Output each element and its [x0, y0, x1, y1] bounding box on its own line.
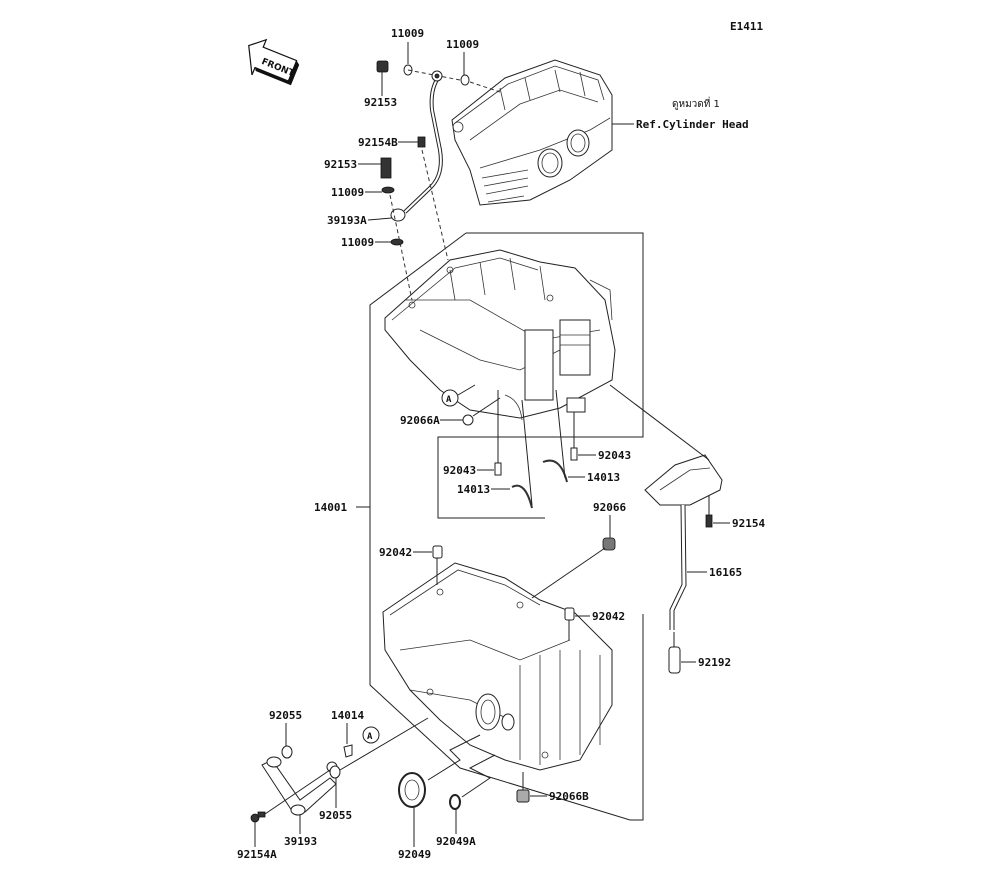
part-label-92055[interactable]: 92055 — [269, 709, 302, 746]
part-label-92042[interactable]: 92042 — [379, 546, 432, 559]
svg-text:92192: 92192 — [698, 656, 731, 669]
svg-text:11009: 11009 — [331, 186, 364, 199]
svg-text:14001: 14001 — [314, 501, 347, 514]
svg-text:92055: 92055 — [269, 709, 302, 722]
part-label-11009[interactable]: 11009 — [446, 38, 479, 75]
svg-text:14013: 14013 — [457, 483, 490, 496]
part-label-92066B[interactable]: 92066B — [530, 790, 589, 803]
callout-a-upper: A — [441, 384, 476, 407]
part-labels: 11009 11009 92153 92154B 92153 11009 391… — [237, 27, 765, 861]
svg-text:16165: 16165 — [709, 566, 742, 579]
part-label-92042[interactable]: 92042 — [575, 610, 625, 623]
part-label-92192[interactable]: 92192 — [681, 656, 731, 669]
svg-text:92154B: 92154B — [358, 136, 398, 149]
svg-text:92066B: 92066B — [549, 790, 589, 803]
part-label-11009[interactable]: 11009 — [391, 27, 424, 64]
part-label-11009[interactable]: 11009 — [341, 236, 392, 249]
callout-a-lower: A — [362, 726, 380, 744]
svg-text:11009: 11009 — [341, 236, 374, 249]
upper-crankcase-drawing — [384, 249, 616, 421]
cylinder-head-drawing — [451, 59, 613, 206]
svg-text:92042: 92042 — [379, 546, 412, 559]
svg-text:39193: 39193 — [284, 835, 317, 848]
svg-text:92154: 92154 — [732, 517, 765, 530]
small-parts-drawing — [250, 384, 723, 823]
svg-text:92153: 92153 — [364, 96, 397, 109]
part-label-92049A[interactable]: 92049A — [436, 809, 476, 848]
svg-text:A: A — [446, 395, 452, 405]
part-label-92066[interactable]: 92066 — [593, 501, 626, 538]
part-label-92153[interactable]: 92153 — [324, 158, 381, 171]
assembly-bracket-lines — [356, 232, 644, 821]
svg-text:92154A: 92154A — [237, 848, 277, 861]
part-label-92043[interactable]: 92043 — [443, 464, 494, 477]
part-label-39193A[interactable]: 39193A — [327, 214, 393, 227]
part-label-11009[interactable]: 11009 — [331, 186, 382, 199]
front-arrow-icon: FRONT — [248, 38, 300, 86]
part-label-92153[interactable]: 92153 — [364, 72, 397, 109]
reference-thai-label: ดูหมวดที่ 1 — [672, 96, 720, 110]
svg-text:11009: 11009 — [446, 38, 479, 51]
part-label-14013[interactable]: 14013 — [457, 483, 510, 496]
svg-text:39193A: 39193A — [327, 214, 367, 227]
svg-text:92049: 92049 — [398, 848, 431, 861]
svg-text:14014: 14014 — [331, 709, 364, 722]
svg-text:92042: 92042 — [592, 610, 625, 623]
oil-pipe-drawing — [376, 60, 501, 301]
part-label-16165[interactable]: 16165 — [687, 566, 742, 579]
svg-text:92049A: 92049A — [436, 835, 476, 848]
svg-text:92066A: 92066A — [400, 414, 440, 427]
svg-text:92043: 92043 — [598, 449, 631, 462]
part-label-92055[interactable]: 92055 — [319, 778, 352, 822]
part-label-92154[interactable]: 92154 — [713, 517, 765, 530]
part-label-92049[interactable]: 92049 — [398, 807, 431, 861]
svg-text:A: A — [367, 732, 373, 742]
part-label-92154A[interactable]: 92154A — [237, 822, 277, 861]
svg-text:11009: 11009 — [391, 27, 424, 40]
part-label-92154B[interactable]: 92154B — [358, 136, 418, 149]
part-label-14014[interactable]: 14014 — [331, 709, 364, 744]
svg-text:92055: 92055 — [319, 809, 352, 822]
svg-text:14013: 14013 — [587, 471, 620, 484]
lower-crankcase-drawing — [382, 562, 613, 771]
part-label-92066A[interactable]: 92066A — [400, 414, 463, 427]
svg-text:92153: 92153 — [324, 158, 357, 171]
part-label-14001[interactable]: 14001 — [314, 501, 347, 514]
svg-text:92066: 92066 — [593, 501, 626, 514]
part-label-39193[interactable]: 39193 — [284, 815, 317, 848]
part-label-92043[interactable]: 92043 — [578, 449, 631, 462]
diagram-code: E1411 — [730, 20, 763, 33]
reference-cylinder-head-label: Ref.Cylinder Head — [636, 118, 749, 131]
part-label-14013[interactable]: 14013 — [568, 471, 620, 484]
svg-text:92043: 92043 — [443, 464, 476, 477]
